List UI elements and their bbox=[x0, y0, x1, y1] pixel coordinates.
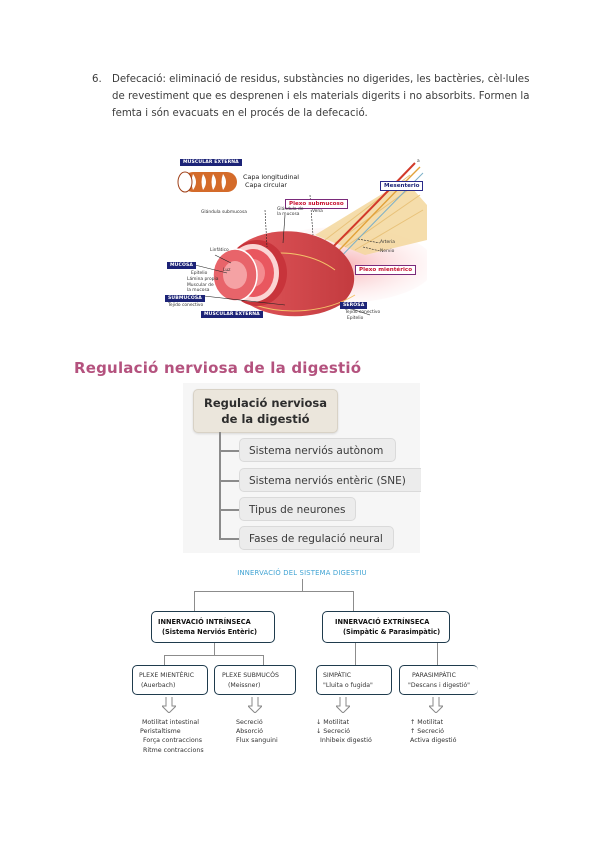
caption-longitudinal: Capa longitudinal bbox=[243, 173, 300, 181]
numbered-paragraph: 6. Defecació: eliminació de residus, sub… bbox=[92, 71, 532, 122]
label-plexo-mienterico: Plexo mientérico bbox=[355, 265, 417, 275]
connector bbox=[353, 591, 354, 611]
effect-item: Absorció bbox=[236, 728, 263, 736]
mindmap-branch bbox=[219, 480, 240, 482]
small-label-arteria: Arteria bbox=[380, 240, 395, 245]
submucosa-tejido: Tejido conectivo bbox=[168, 303, 204, 308]
mindmap-branch bbox=[219, 509, 240, 511]
connector bbox=[214, 643, 215, 655]
mindmap-branch bbox=[219, 450, 240, 452]
figure-corner-mark: a bbox=[417, 159, 420, 164]
innervation-diagram: INNERVACIÓ DEL SISTEMA DIGESTIU INNERVAC… bbox=[126, 557, 478, 764]
mindmap-branch bbox=[219, 538, 240, 540]
caption-circular: Capa circular bbox=[245, 181, 288, 189]
connector bbox=[164, 655, 165, 665]
paragraph-text: Defecació: eliminació de residus, substà… bbox=[112, 74, 530, 119]
effect-item: ↑ Motilitat bbox=[410, 719, 444, 726]
connector bbox=[302, 579, 303, 591]
mucosa-epitelio: Epitelio bbox=[191, 271, 208, 276]
section-heading: Regulació nerviosa de la digestió bbox=[74, 359, 362, 377]
effect-item: Ritme contraccions bbox=[143, 746, 204, 754]
effect-item: ↓ Motilitat bbox=[316, 719, 350, 726]
leaf-title: PLEXE SUBMUCÓS bbox=[222, 672, 279, 679]
intrinsic-innervation-box: INNERVACIÓ INTRÍNSECA (Sistema Nerviós E… bbox=[151, 611, 275, 643]
leaf-box-parasimpatic: PARASIMPÀTIC "Descans i digestió" bbox=[399, 665, 478, 695]
serosa-tejido: Tejido conectivo bbox=[345, 310, 381, 315]
leaf-box-submucos: PLEXE SUBMUCÓS (Meissner) bbox=[214, 665, 296, 695]
mindmap-node-enteric: Sistema nerviós entèric (SNE) bbox=[239, 468, 421, 492]
regulation-mindmap: Regulació nerviosa de la digestió Sistem… bbox=[183, 383, 421, 553]
effect-item: Flux sanguini bbox=[236, 737, 278, 745]
small-label-vena: Vena bbox=[312, 209, 323, 214]
extrinsic-subtitle: (Simpàtic & Parasimpàtic) bbox=[343, 628, 441, 636]
mindmap-node-neurones: Tipus de neurones bbox=[239, 497, 356, 521]
effects-list-simpatic: ↓ Motilitat ↓ Secreció Inhibeix digestió bbox=[316, 718, 372, 746]
effect-item: Peristaltisme bbox=[140, 728, 181, 736]
serosa-epitelio: Epitelio bbox=[347, 316, 364, 321]
mindmap-trunk-line bbox=[219, 432, 221, 539]
intestine-anatomy-figure: a MUSCULAR EXTERNA Capa longitudinal Cap… bbox=[165, 155, 427, 327]
effect-item: ↓ Secreció bbox=[316, 728, 350, 736]
leaf-title: PARASIMPÀTIC bbox=[412, 672, 456, 679]
label-serosa: SEROSA bbox=[340, 302, 368, 309]
label-mesenterio: Mesenterio bbox=[380, 181, 424, 191]
connector bbox=[263, 655, 264, 665]
innervation-title: INNERVACIÓ DEL SISTEMA DIGESTIU bbox=[237, 569, 367, 577]
mindmap-node-autonom: Sistema nerviós autònom bbox=[239, 438, 396, 462]
label-submucosa: SUBMUCOSA bbox=[165, 295, 205, 302]
root-line-1: Regulació nerviosa bbox=[203, 396, 328, 410]
label-mucosa: MUCOSA bbox=[167, 262, 197, 269]
mucosa-muscular: Muscular de la mucosa bbox=[187, 283, 214, 293]
leaf-box-mienteric: PLEXE MIENTÈRIC (Auerbach) bbox=[132, 665, 208, 695]
small-label-nervio: Nervio bbox=[380, 249, 395, 254]
extrinsic-title: INNERVACIÓ EXTRÍNSECA bbox=[335, 618, 430, 626]
connector bbox=[194, 591, 353, 592]
intestine-illustration bbox=[177, 162, 427, 317]
leaf-title: SIMPÀTIC bbox=[323, 672, 352, 679]
small-label-glandula-mucosa: Glándula de la mucosa bbox=[277, 207, 304, 217]
effect-item: Activa digestió bbox=[410, 737, 457, 745]
down-arrow-icon bbox=[162, 697, 176, 713]
leaf-subtitle: "Lluita o fugida" bbox=[323, 682, 373, 689]
leaf-title: PLEXE MIENTÈRIC bbox=[139, 672, 195, 679]
extrinsic-innervation-box: INNERVACIÓ EXTRÍNSECA (Simpàtic & Parasi… bbox=[322, 611, 450, 643]
mindmap-root-node: Regulació nerviosa de la digestió bbox=[193, 389, 338, 433]
intrinsic-title: INNERVACIÓ INTRÍNSECA bbox=[158, 618, 251, 626]
down-arrow-icon bbox=[429, 697, 443, 713]
connector bbox=[355, 643, 356, 665]
leaf-box-simpatic: SIMPÀTIC "Lluita o fugida" bbox=[316, 665, 392, 695]
mindmap-node-fases: Fases de regulació neural bbox=[239, 526, 394, 550]
effect-item: Força contraccions bbox=[143, 737, 203, 745]
effect-item: Secreció bbox=[236, 719, 263, 726]
down-arrow-icon bbox=[336, 697, 350, 713]
intrinsic-subtitle: (Sistema Nerviós Entèric) bbox=[162, 628, 257, 636]
leaf-subtitle: "Descans i digestió" bbox=[408, 682, 471, 689]
list-number: 6. bbox=[92, 74, 102, 85]
effects-list-submucos: Secreció Absorció Flux sanguini bbox=[236, 718, 278, 746]
effect-item: ↑ Secreció bbox=[410, 728, 444, 736]
root-line-2: de la digestió bbox=[221, 412, 310, 426]
effects-list-mienteric: Motilitat intestinal Peristaltisme Força… bbox=[140, 718, 204, 755]
effects-list-parasimpatic: ↑ Motilitat ↑ Secreció Activa digestió bbox=[410, 718, 456, 746]
layers-caption: Capa longitudinal Capa circular bbox=[243, 173, 299, 189]
mucosa-lamina-propia: Lámina propia bbox=[187, 277, 219, 282]
down-arrow-icon bbox=[248, 697, 262, 713]
connector bbox=[164, 655, 263, 656]
small-label-linfatico: Linfático bbox=[210, 248, 229, 253]
effect-item: Motilitat intestinal bbox=[142, 719, 199, 726]
small-label-luz: Luz bbox=[223, 268, 231, 273]
label-plexo-submucoso: Plexo submucoso bbox=[285, 199, 348, 209]
label-muscular-externa: MUSCULAR EXTERNA bbox=[180, 159, 242, 166]
small-label-glandula-submucosa: Glándula submucosa bbox=[201, 210, 247, 215]
connector bbox=[437, 643, 438, 665]
leaf-subtitle: (Auerbach) bbox=[141, 682, 176, 689]
label-muscular-externa-bottom: MUSCULAR EXTERNA bbox=[201, 311, 263, 318]
leaf-subtitle: (Meissner) bbox=[228, 682, 261, 689]
connector bbox=[194, 591, 195, 611]
effect-item: Inhibeix digestió bbox=[320, 737, 372, 745]
